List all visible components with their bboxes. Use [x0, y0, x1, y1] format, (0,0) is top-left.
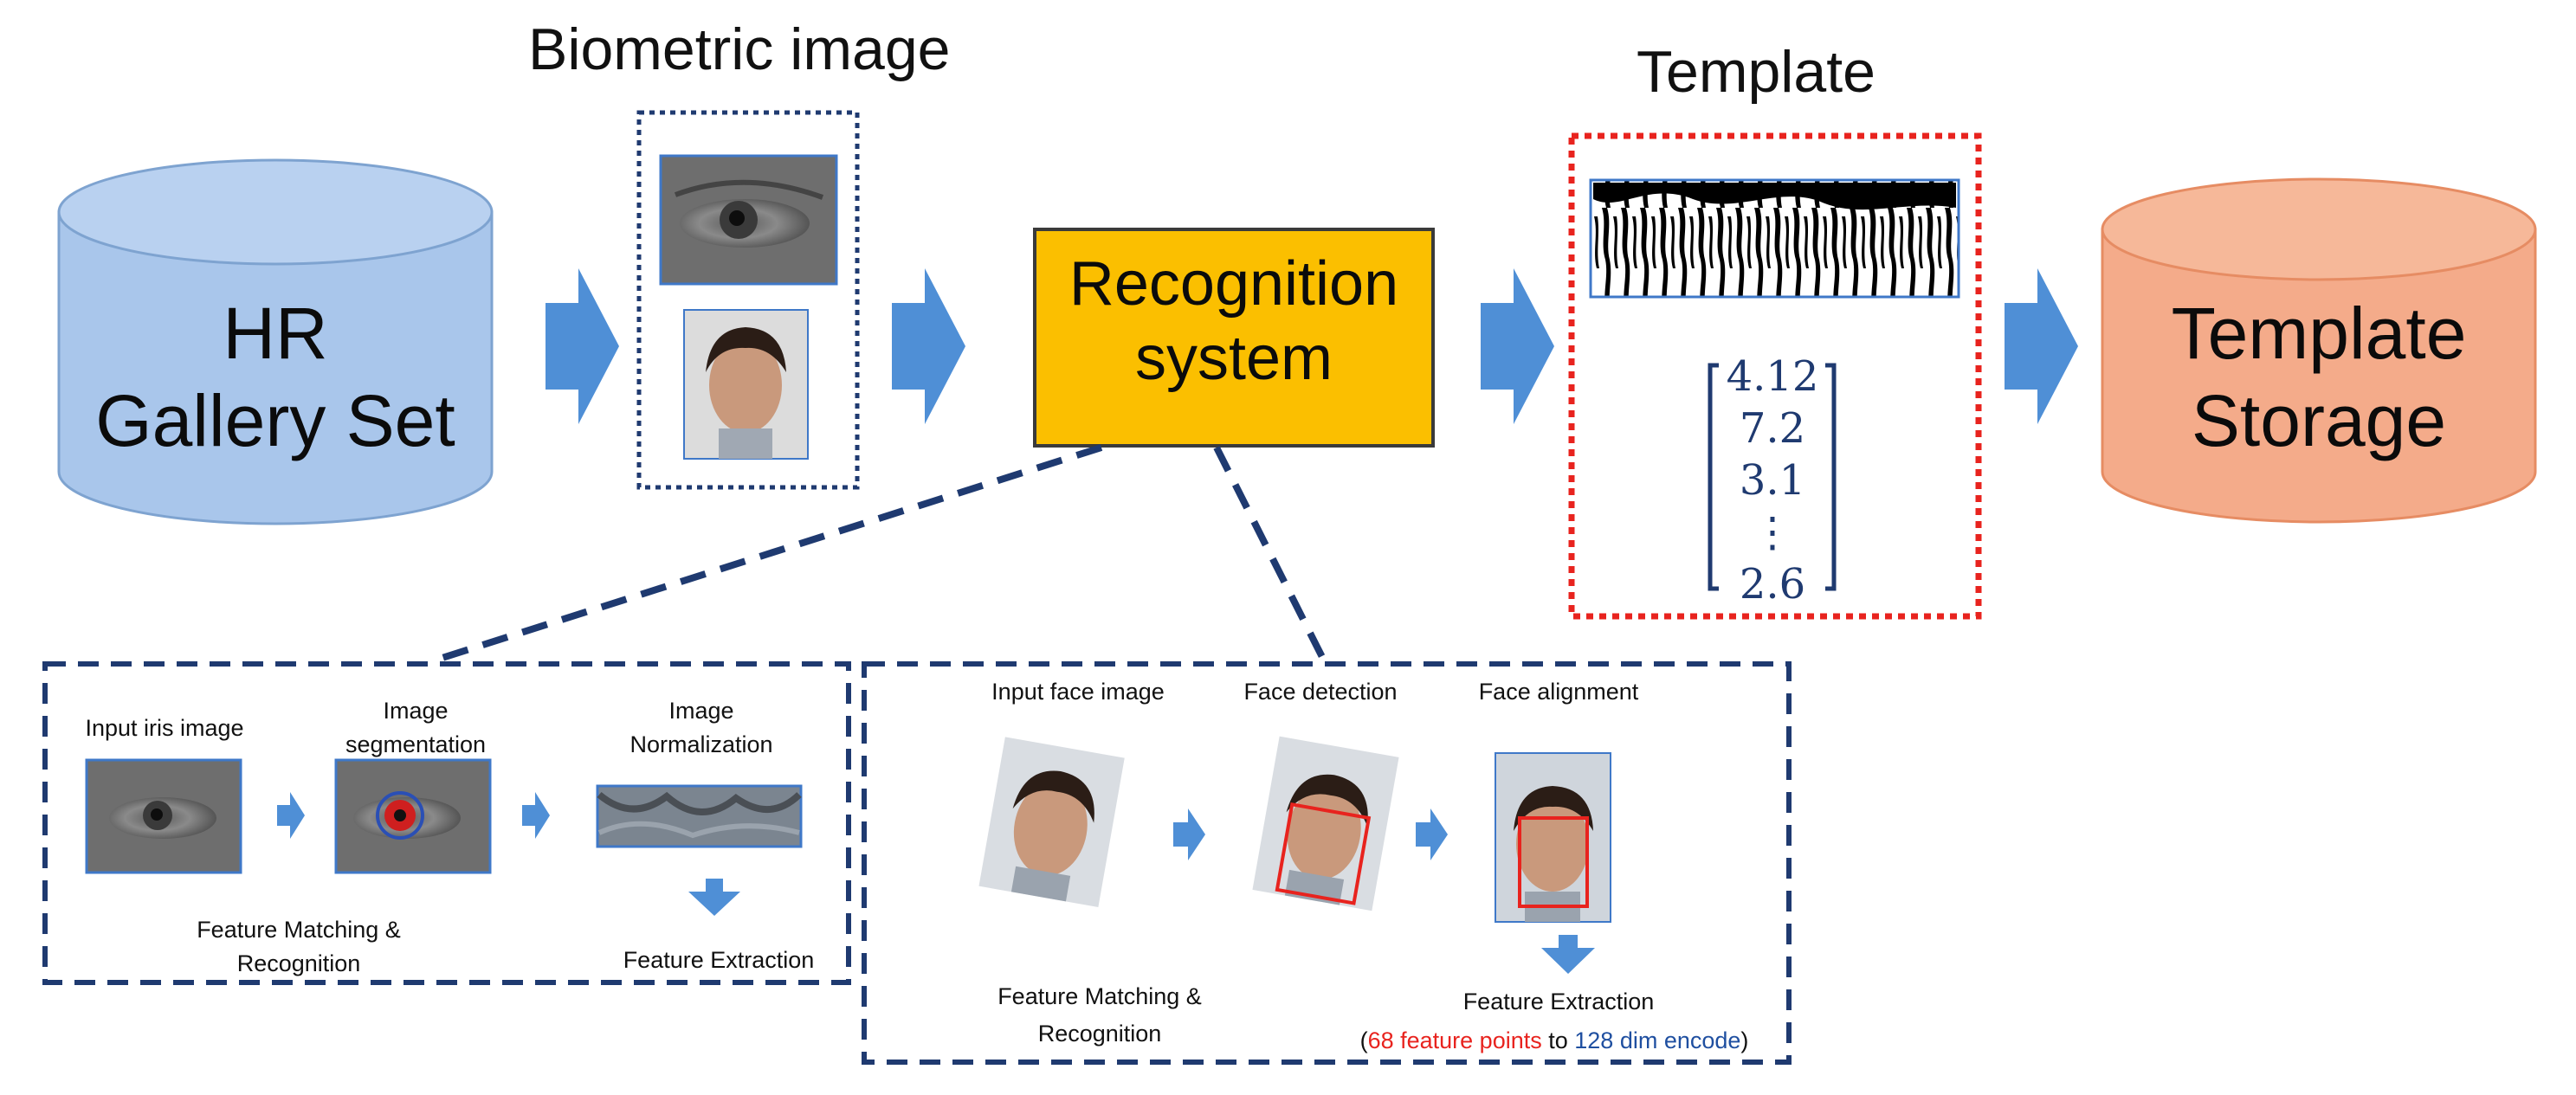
face-photo-top: [683, 309, 809, 460]
recognition-label-line1: Recognition: [1068, 249, 1399, 319]
face-alignment-photo: [1495, 752, 1611, 923]
arrow-icon: [1481, 268, 1554, 424]
face-input-photo: [978, 737, 1125, 907]
feature-vector-value: 3.1: [1739, 456, 1806, 505]
feature-vector-value: 4.12: [1726, 352, 1819, 401]
face-step-alignment-label: Face alignment: [1478, 679, 1639, 705]
face-panel-frame: [862, 661, 1792, 1065]
face-detection-photo: [1252, 736, 1399, 911]
template-title: Template: [1637, 39, 1876, 105]
iris-extraction-label: Feature Extraction: [623, 947, 815, 973]
recognition-box: [1033, 228, 1435, 448]
biometric-image-title: Biometric image: [528, 16, 951, 82]
face-step-arrows: [1173, 808, 1595, 974]
gallery-label-line2: Gallery Set: [95, 379, 455, 461]
iris-step-normalization-label: Image Normalization: [629, 698, 773, 758]
arrow-icon: [1416, 808, 1448, 860]
gallery-label: HR Gallery Set: [59, 290, 492, 465]
iris-step-segmentation-label: Image segmentation: [345, 698, 487, 758]
iris-panel-frame: [42, 661, 851, 985]
storage-cylinder: [2101, 177, 2537, 524]
storage-label-line1: Template: [2171, 293, 2467, 374]
iris-matching-label: Feature Matching & Recognition: [197, 917, 401, 977]
note-close-paren: ): [1740, 1027, 1749, 1053]
recognition-label: Recognition system: [1035, 247, 1433, 396]
arrow-icon: [688, 879, 740, 916]
iris-code-image: [1589, 178, 1960, 299]
storage-label-line2: Storage: [2191, 379, 2447, 461]
template-frame: [1568, 132, 1982, 620]
note-feature-points: 68 feature points: [1367, 1027, 1542, 1053]
face-step-detection-label: Face detection: [1243, 679, 1398, 705]
note-dim-encode: 128 dim encode: [1574, 1027, 1741, 1053]
recognition-label-line2: system: [1134, 324, 1333, 394]
connector-lines: [427, 444, 1328, 666]
gallery-cylinder: [57, 158, 494, 525]
iris-normalized-photo: [596, 784, 803, 848]
arrow-icon: [277, 792, 305, 839]
feature-vector: 4.12 7.2 3.1 ⋮ 2.6: [1713, 351, 1832, 610]
gallery-label-line1: HR: [223, 293, 328, 374]
arrow-icon: [892, 268, 965, 424]
note-open-paren: (: [1359, 1027, 1368, 1053]
storage-label: Template Storage: [2102, 290, 2535, 465]
arrow-icon: [1173, 808, 1205, 860]
face-matching-label: Feature Matching & Recognition: [997, 983, 1202, 1047]
biometric-frame: [636, 110, 860, 490]
iris-segmented-photo: [334, 758, 492, 874]
arrow-icon: [2005, 268, 2078, 424]
vector-brackets: [1708, 363, 1837, 591]
iris-step-arrows: [277, 792, 740, 916]
note-to: to: [1541, 1027, 1575, 1053]
face-extraction-label: Feature Extraction: [1462, 989, 1655, 1014]
iris-step-input-label: Input iris image: [85, 715, 244, 741]
iris-input-photo: [85, 758, 242, 874]
arrow-icon: [1541, 935, 1595, 974]
face-step-input-label: Input face image: [991, 679, 1165, 705]
eye-photo-top: [659, 154, 838, 286]
feature-vector-value: 2.6: [1739, 560, 1806, 609]
feature-vector-value: 7.2: [1739, 404, 1806, 453]
arrow-icon: [546, 268, 619, 424]
face-extraction-note: (68 feature points to 128 dim encode): [1325, 1024, 1784, 1058]
flow-arrows: [546, 268, 2078, 424]
feature-vector-ellipsis: ⋮: [1752, 508, 1793, 557]
arrow-icon: [522, 792, 550, 839]
